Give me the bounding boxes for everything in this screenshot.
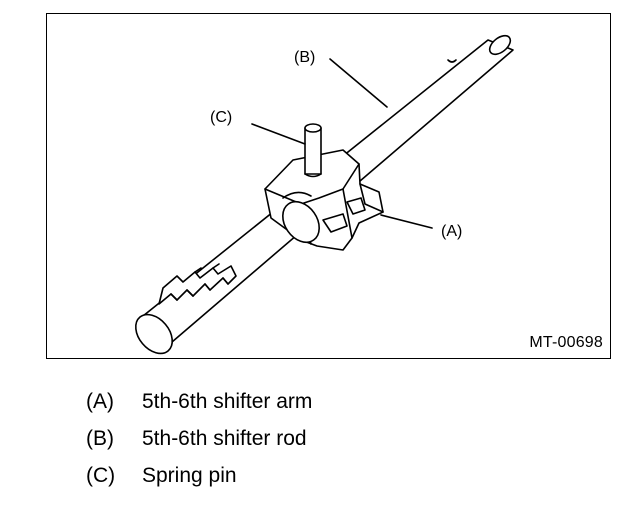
callout-a: (A) [441,223,462,240]
rod-end-face [134,313,174,355]
callout-c: (C) [210,109,232,126]
legend-text: Spring pin [142,464,237,487]
legend-text: 5th-6th shifter rod [142,427,307,450]
legend-item-c: (C) Spring pin [86,462,586,499]
shifter-arm [264,149,384,251]
spring-pin [304,123,322,178]
legend-item-a: (A) 5th-6th shifter arm [86,388,586,425]
legend-text: 5th-6th shifter arm [142,390,313,413]
leader-a [380,214,433,229]
legend-key: (C) [86,464,116,487]
figure-code: MT-00698 [529,334,603,351]
legend: (A) 5th-6th shifter arm (B) 5th-6th shif… [86,388,586,499]
shifter-assembly-drawing: (B) (C) (A) [134,34,514,355]
figure-frame: (B) (C) (A) MT-00698 [46,13,611,359]
legend-item-b: (B) 5th-6th shifter rod [86,425,586,462]
rod-serrations [158,263,237,305]
leader-lines [251,58,433,229]
leader-c [251,123,306,145]
leader-b [329,58,388,108]
legend-key: (A) [86,390,114,413]
callout-b: (B) [294,49,315,66]
legend-key: (B) [86,427,114,450]
